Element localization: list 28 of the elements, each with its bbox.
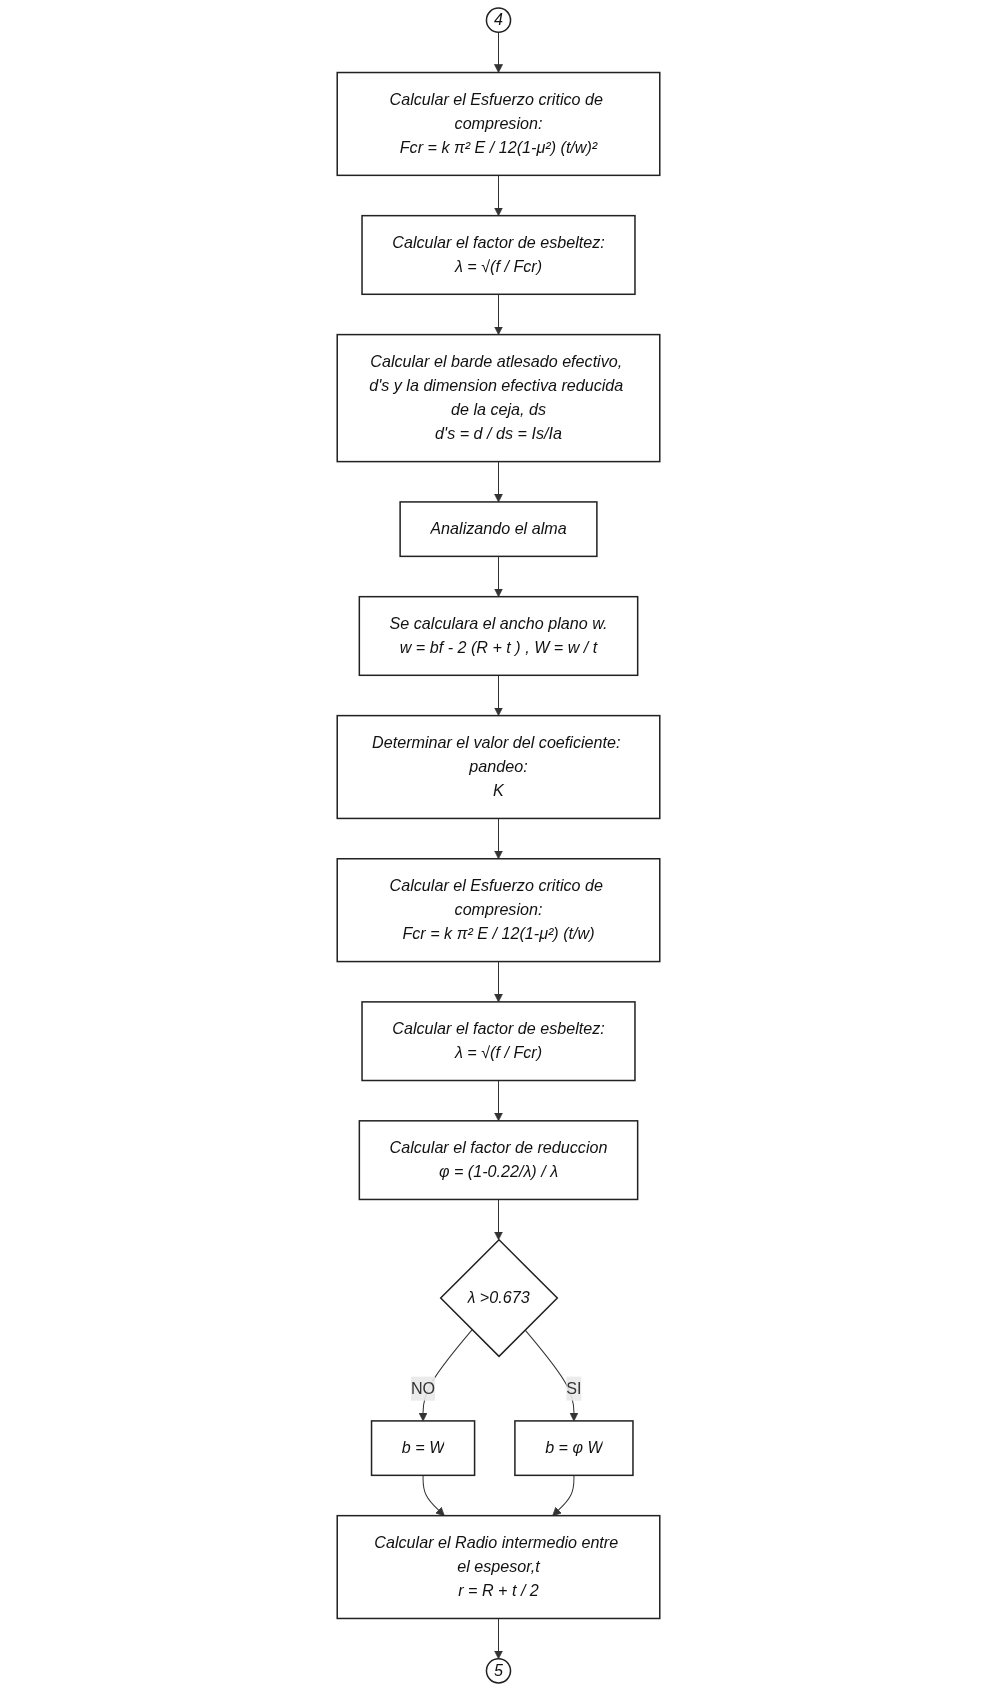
arrow (494, 1080, 503, 1122)
arrow (494, 293, 503, 335)
node-box: Calcular el Esfuerzo critico de compresion: Fcr = k π² E / 12(1-μ²) (t/w) (336, 858, 661, 963)
edge-label: SI (566, 1379, 582, 1397)
arrow (494, 961, 503, 1003)
arrow (494, 31, 503, 73)
node-box: Determinar el valor del coeficiente: pandeo: K (336, 714, 661, 820)
node-box: Calcular el Esfuerzo critico de compresion: Fcr = k π² E / 12(1-μ²) (t/w)² (336, 71, 661, 177)
edge-label: NO (410, 1379, 436, 1397)
node-box: Calcular el barde atlesado efectivo, d's y la dimension efectiva reducida de la ceja, ds d's = d / ds = Is/Ia (336, 333, 661, 463)
node-circle: 4 (485, 7, 512, 33)
arrow (494, 1198, 503, 1241)
node-box: Calcular el factor de reduccion φ = (1-0.22/λ) / λ (358, 1120, 639, 1201)
arrow (494, 817, 503, 860)
arrow (494, 674, 503, 716)
node-diamond: λ >0.673 (439, 1238, 559, 1358)
arrow (494, 174, 503, 217)
node-circle: 5 (485, 1658, 512, 1684)
arrow (494, 555, 503, 598)
node-box: Calcular el Radio intermedio entre el espesor,t r = R + t / 2 (336, 1514, 661, 1620)
node-box: Calcular el factor de esbeltez: λ = √(f / Fcr) (361, 214, 636, 296)
arrow (422, 1474, 445, 1517)
arrow (494, 1617, 503, 1660)
arrow (494, 461, 503, 503)
node-box: Se calculara el ancho plano w. w = bf - 2 (R + t ) , W = w / t (358, 595, 639, 677)
node-box: Calcular el factor de esbeltez: λ = √(f / Fcr) (361, 1001, 636, 1082)
node-box: Analizando el alma (399, 501, 598, 558)
arrow (552, 1474, 575, 1517)
